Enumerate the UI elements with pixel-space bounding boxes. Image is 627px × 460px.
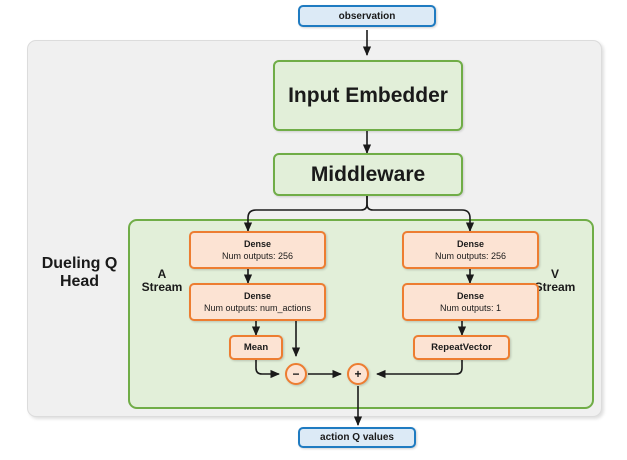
dueling-q-head-label-line2: Head: [59, 272, 100, 290]
a-stream-dense-256-node[interactable]: Dense Num outputs: 256: [189, 231, 326, 269]
repeat-vector-node[interactable]: RepeatVector: [413, 335, 510, 360]
v-stream-label-line1: V: [550, 267, 559, 281]
v-stream-label-line2: Stream: [534, 280, 576, 295]
dueling-q-head-label-line1: Dueling Q: [41, 255, 118, 272]
middleware-label: Middleware: [310, 162, 426, 186]
a-stream-dense-256-subtitle: Num outputs: 256: [221, 251, 294, 261]
a-stream-dense-256-title: Dense: [243, 239, 271, 249]
input-embedder-label: Input Embedder: [288, 83, 448, 107]
subtract-operator-icon[interactable]: −: [285, 363, 307, 385]
repeat-vector-label: RepeatVector: [431, 341, 492, 353]
a-stream-label-line1: A: [157, 267, 167, 281]
mean-node[interactable]: Mean: [229, 335, 283, 360]
subtract-operator-symbol: −: [292, 367, 300, 381]
a-stream-dense-actions-title: Dense: [243, 291, 271, 301]
add-operator-symbol: +: [354, 367, 362, 381]
a-stream-label: A Stream: [137, 267, 187, 295]
v-stream-dense-1-subtitle: Num outputs: 1: [439, 303, 502, 313]
a-stream-dense-actions-subtitle: Num outputs: num_actions: [203, 303, 312, 313]
v-stream-dense-256-title: Dense: [456, 239, 484, 249]
add-operator-icon[interactable]: +: [347, 363, 369, 385]
v-stream-label: V Stream: [530, 267, 580, 295]
a-stream-dense-actions-node[interactable]: Dense Num outputs: num_actions: [189, 283, 326, 321]
dueling-q-head-label: Dueling Q Head: [32, 255, 127, 291]
observation-node[interactable]: observation: [298, 5, 436, 27]
observation-label: observation: [338, 10, 396, 22]
a-stream-label-line2: Stream: [141, 280, 183, 295]
v-stream-dense-256-subtitle: Num outputs: 256: [434, 251, 507, 261]
mean-label: Mean: [243, 341, 269, 353]
v-stream-dense-1-node[interactable]: Dense Num outputs: 1: [402, 283, 539, 321]
v-stream-dense-256-node[interactable]: Dense Num outputs: 256: [402, 231, 539, 269]
action-q-values-label: action Q values: [320, 432, 394, 443]
v-stream-dense-1-title: Dense: [456, 291, 484, 301]
input-embedder-node[interactable]: Input Embedder: [273, 60, 463, 131]
action-q-values-node[interactable]: action Q values: [298, 427, 416, 448]
middleware-node[interactable]: Middleware: [273, 153, 463, 196]
